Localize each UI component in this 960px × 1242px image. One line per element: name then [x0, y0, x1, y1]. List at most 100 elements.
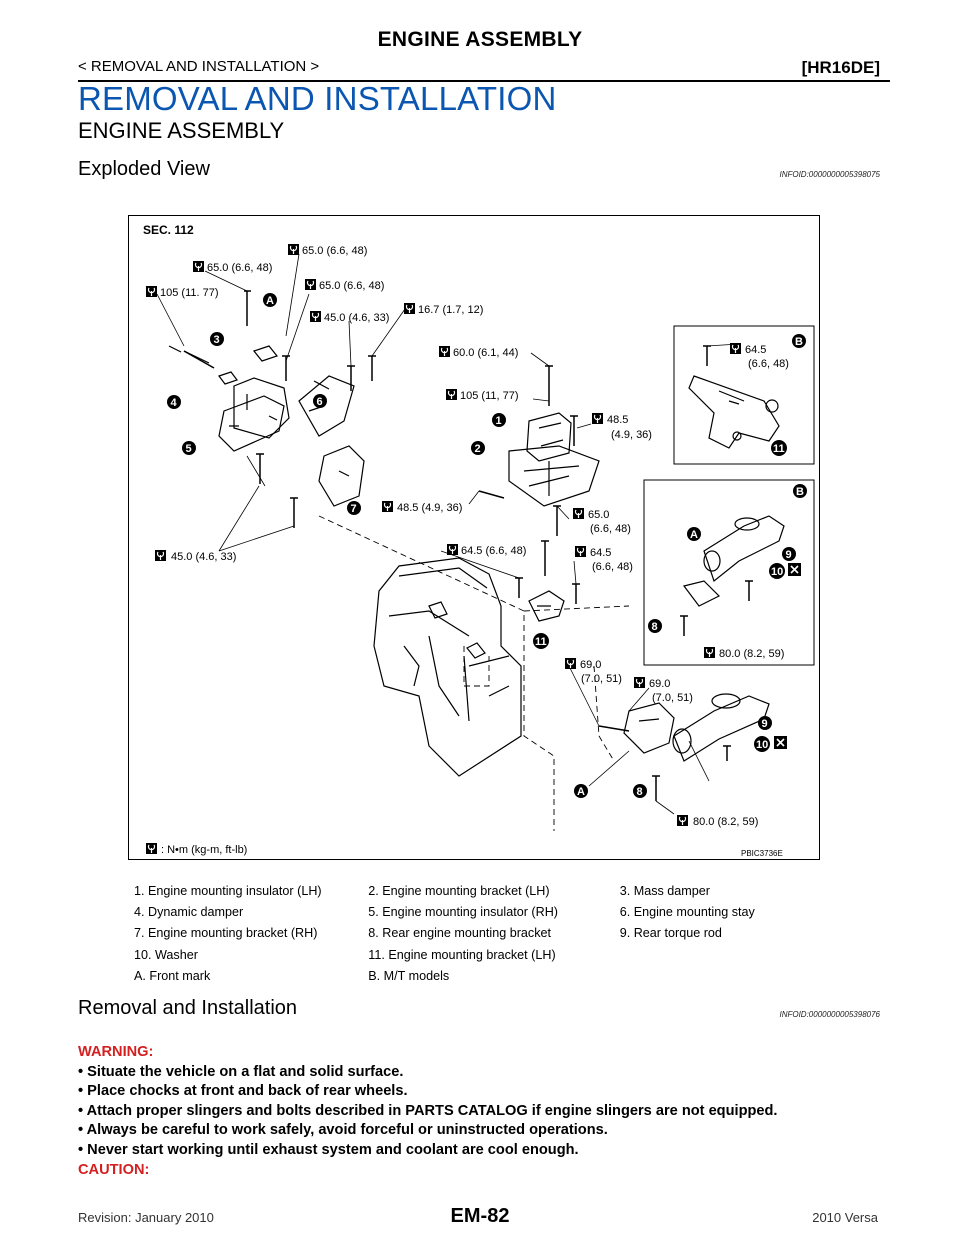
callout-11: 11 [535, 636, 547, 648]
legend-item: 7. Engine mounting bracket (RH) [134, 926, 318, 941]
callout-8: 8 [637, 786, 643, 798]
legend-row: A. Front mark B. M/T models [134, 969, 854, 990]
warning-item: • Situate the vehicle on a flat and soli… [78, 1063, 404, 1080]
legend-item: 5. Engine mounting insulator (RH) [368, 905, 558, 920]
torque-label: (6.6, 48) [592, 561, 633, 573]
exploded-view-drawing: SEC. 112 [143, 223, 815, 858]
warning-item: • Place chocks at front and back of rear… [78, 1083, 408, 1100]
legend-item: B. M/T models [368, 968, 450, 983]
callout-3: 3 [214, 334, 220, 346]
legend-item [620, 969, 854, 990]
torque-label: 64.5 (6.6, 48) [461, 545, 526, 557]
callout-9: 9 [786, 549, 792, 561]
warning-item: • Attach proper slingers and bolts descr… [78, 1102, 778, 1119]
callout-6: 6 [317, 396, 323, 408]
torque-label: (4.9, 36) [611, 429, 652, 441]
callout-7: 7 [351, 503, 357, 515]
warning-item: • Never start working until exhaust syst… [78, 1141, 579, 1158]
legend-item: 6. Engine mounting stay [619, 905, 755, 920]
torque-label: (7.0, 51) [652, 692, 693, 704]
legend-item: 3. Mass damper [619, 884, 710, 898]
part-insulator-rh [218, 395, 285, 452]
torque-label: (6.6, 48) [590, 523, 631, 535]
callout-a: A [690, 529, 698, 541]
torque-label: 69.0 [580, 659, 601, 671]
legend-item: 2. Engine mounting bracket (LH) [368, 884, 550, 898]
section-number: SEC. 112 [143, 223, 194, 237]
lower-torque-rod [623, 693, 770, 762]
legend-row: 7. Engine mounting bracket (RH) 8. Rear … [134, 926, 854, 947]
caution-label: CAUTION: [78, 1161, 150, 1178]
legend-row: 10. Washer 11. Engine mounting bracket (… [134, 948, 854, 969]
torque-label: 65.0 (6.6, 48) [319, 280, 384, 292]
footer-revision: Revision: January 2010 [78, 1210, 214, 1225]
callout-2: 2 [475, 443, 481, 455]
torque-label: (6.6, 48) [748, 358, 789, 370]
torque-label: 69.0 [649, 678, 670, 690]
engine-block [373, 557, 522, 777]
torque-label: 48.5 [607, 414, 628, 426]
callout-5: 5 [186, 443, 192, 455]
legend-item: 8. Rear engine mounting bracket [368, 926, 552, 941]
callout-1: 1 [496, 415, 502, 427]
legend-item [620, 948, 854, 969]
callout-a: A [577, 786, 585, 798]
figure-code: PBIC3736E [741, 849, 783, 858]
callout-4: 4 [171, 397, 178, 409]
torque-label: 48.5 (4.9, 36) [397, 502, 462, 514]
inset-bracket-upper [688, 375, 780, 449]
callout-10: 10 [771, 566, 783, 578]
torque-label: 65.0 (6.6, 48) [302, 245, 367, 257]
torque-label: 80.0 (8.2, 59) [693, 816, 758, 828]
torque-label: 80.0 (8.2, 59) [719, 648, 784, 660]
legend-row: 1. Engine mounting insulator (LH) 2. Eng… [134, 884, 854, 905]
removal-infoid: INFOID:0000000005398076 [779, 1010, 880, 1019]
inset-box-upper [673, 325, 815, 465]
callout-9: 9 [762, 718, 768, 730]
callout-b: B [796, 486, 804, 498]
legend-item: 1. Engine mounting insulator (LH) [134, 884, 322, 898]
part-mounting-bracket-rh [318, 445, 365, 507]
unit-note: : N•m (kg-m, ft-lb) [161, 844, 247, 856]
subsection-title: ENGINE ASSEMBLY [78, 118, 285, 143]
exploded-view-figure: SEC. 112 [128, 215, 820, 860]
part-bracket-lh [508, 445, 600, 507]
part-mass-damper [233, 377, 290, 439]
legend-item: 4. Dynamic damper [134, 905, 244, 920]
inset-box-lower [643, 479, 815, 666]
parts-legend: 1. Engine mounting insulator (LH) 2. Eng… [134, 884, 854, 990]
torque-label: 16.7 (1.7, 12) [418, 304, 483, 316]
page-header-title: ENGINE ASSEMBLY [377, 28, 583, 51]
torque-label: 105 (11. 77) [160, 287, 219, 299]
torque-label: 60.0 (6.1, 44) [453, 347, 518, 359]
legend-item: A. Front mark [134, 968, 211, 983]
breadcrumb: < REMOVAL AND INSTALLATION > [78, 58, 320, 75]
warning-block: WARNING: • Situate the vehicle on a flat… [78, 1043, 918, 1180]
legend-item: 10. Washer [134, 947, 198, 962]
torque-label: 65.0 (6.6, 48) [207, 262, 272, 274]
torque-label: 64.5 [745, 344, 766, 356]
callout-8: 8 [652, 621, 658, 633]
section-title: REMOVAL AND INSTALLATION [78, 80, 557, 117]
torque-label: (7.0, 51) [581, 673, 622, 685]
exploded-view-heading: Exploded View [78, 158, 210, 180]
part-bracket-lh-lower [528, 590, 565, 622]
legend-row: 4. Dynamic damper 5. Engine mounting ins… [134, 905, 854, 926]
torque-label: 45.0 (4.6, 33) [324, 312, 389, 324]
callout-10: 10 [756, 739, 768, 751]
torque-label: 105 (11, 77) [460, 390, 519, 402]
header-rule [78, 80, 890, 82]
warning-item: • Always be careful to work safely, avoi… [78, 1122, 608, 1139]
footer-model: 2010 Versa [812, 1210, 878, 1225]
torque-label: 65.0 [588, 509, 609, 521]
callout-b: B [795, 336, 803, 348]
footer-page-number: EM-82 [450, 1205, 510, 1227]
warning-label: WARNING: [78, 1044, 154, 1060]
torque-label: 64.5 [590, 547, 611, 559]
engine-code: [HR16DE] [801, 58, 880, 77]
torque-label: 45.0 (4.6, 33) [171, 551, 236, 563]
part-mounting-stay [298, 375, 355, 437]
callout-a: A [266, 295, 274, 307]
legend-item: 11. Engine mounting bracket (LH) [368, 947, 556, 962]
removal-installation-heading: Removal and Installation [78, 997, 298, 1019]
